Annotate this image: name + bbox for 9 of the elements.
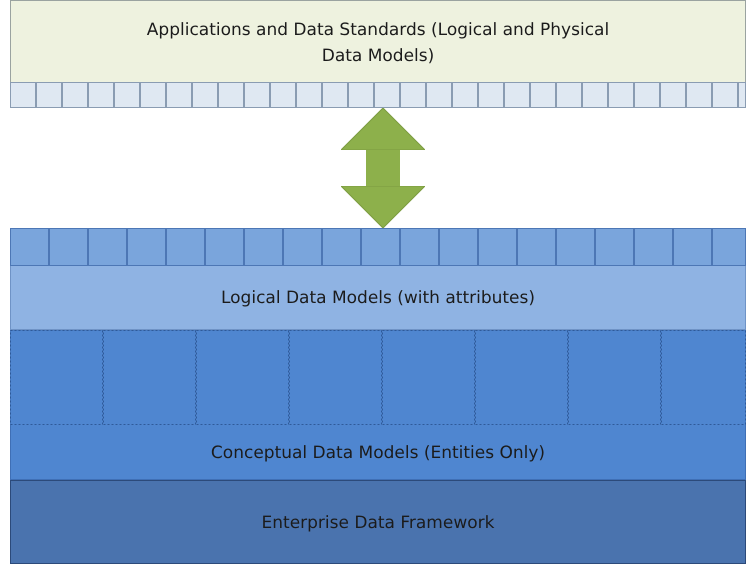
layer-label: Logical Data Models (with attributes) — [220, 287, 536, 310]
layer-band — [10, 0, 746, 108]
double-arrow — [340, 108, 426, 228]
layer-band — [10, 330, 746, 480]
layer-label: Enterprise Data Framework — [262, 512, 494, 535]
layer-label: Applications and Data Standards (Logical and Physical Data Models) — [146, 19, 610, 68]
layer-band — [10, 480, 746, 564]
layer-label: Conceptual Data Models (Entities Only) — [210, 442, 546, 465]
layer-band — [10, 228, 746, 330]
